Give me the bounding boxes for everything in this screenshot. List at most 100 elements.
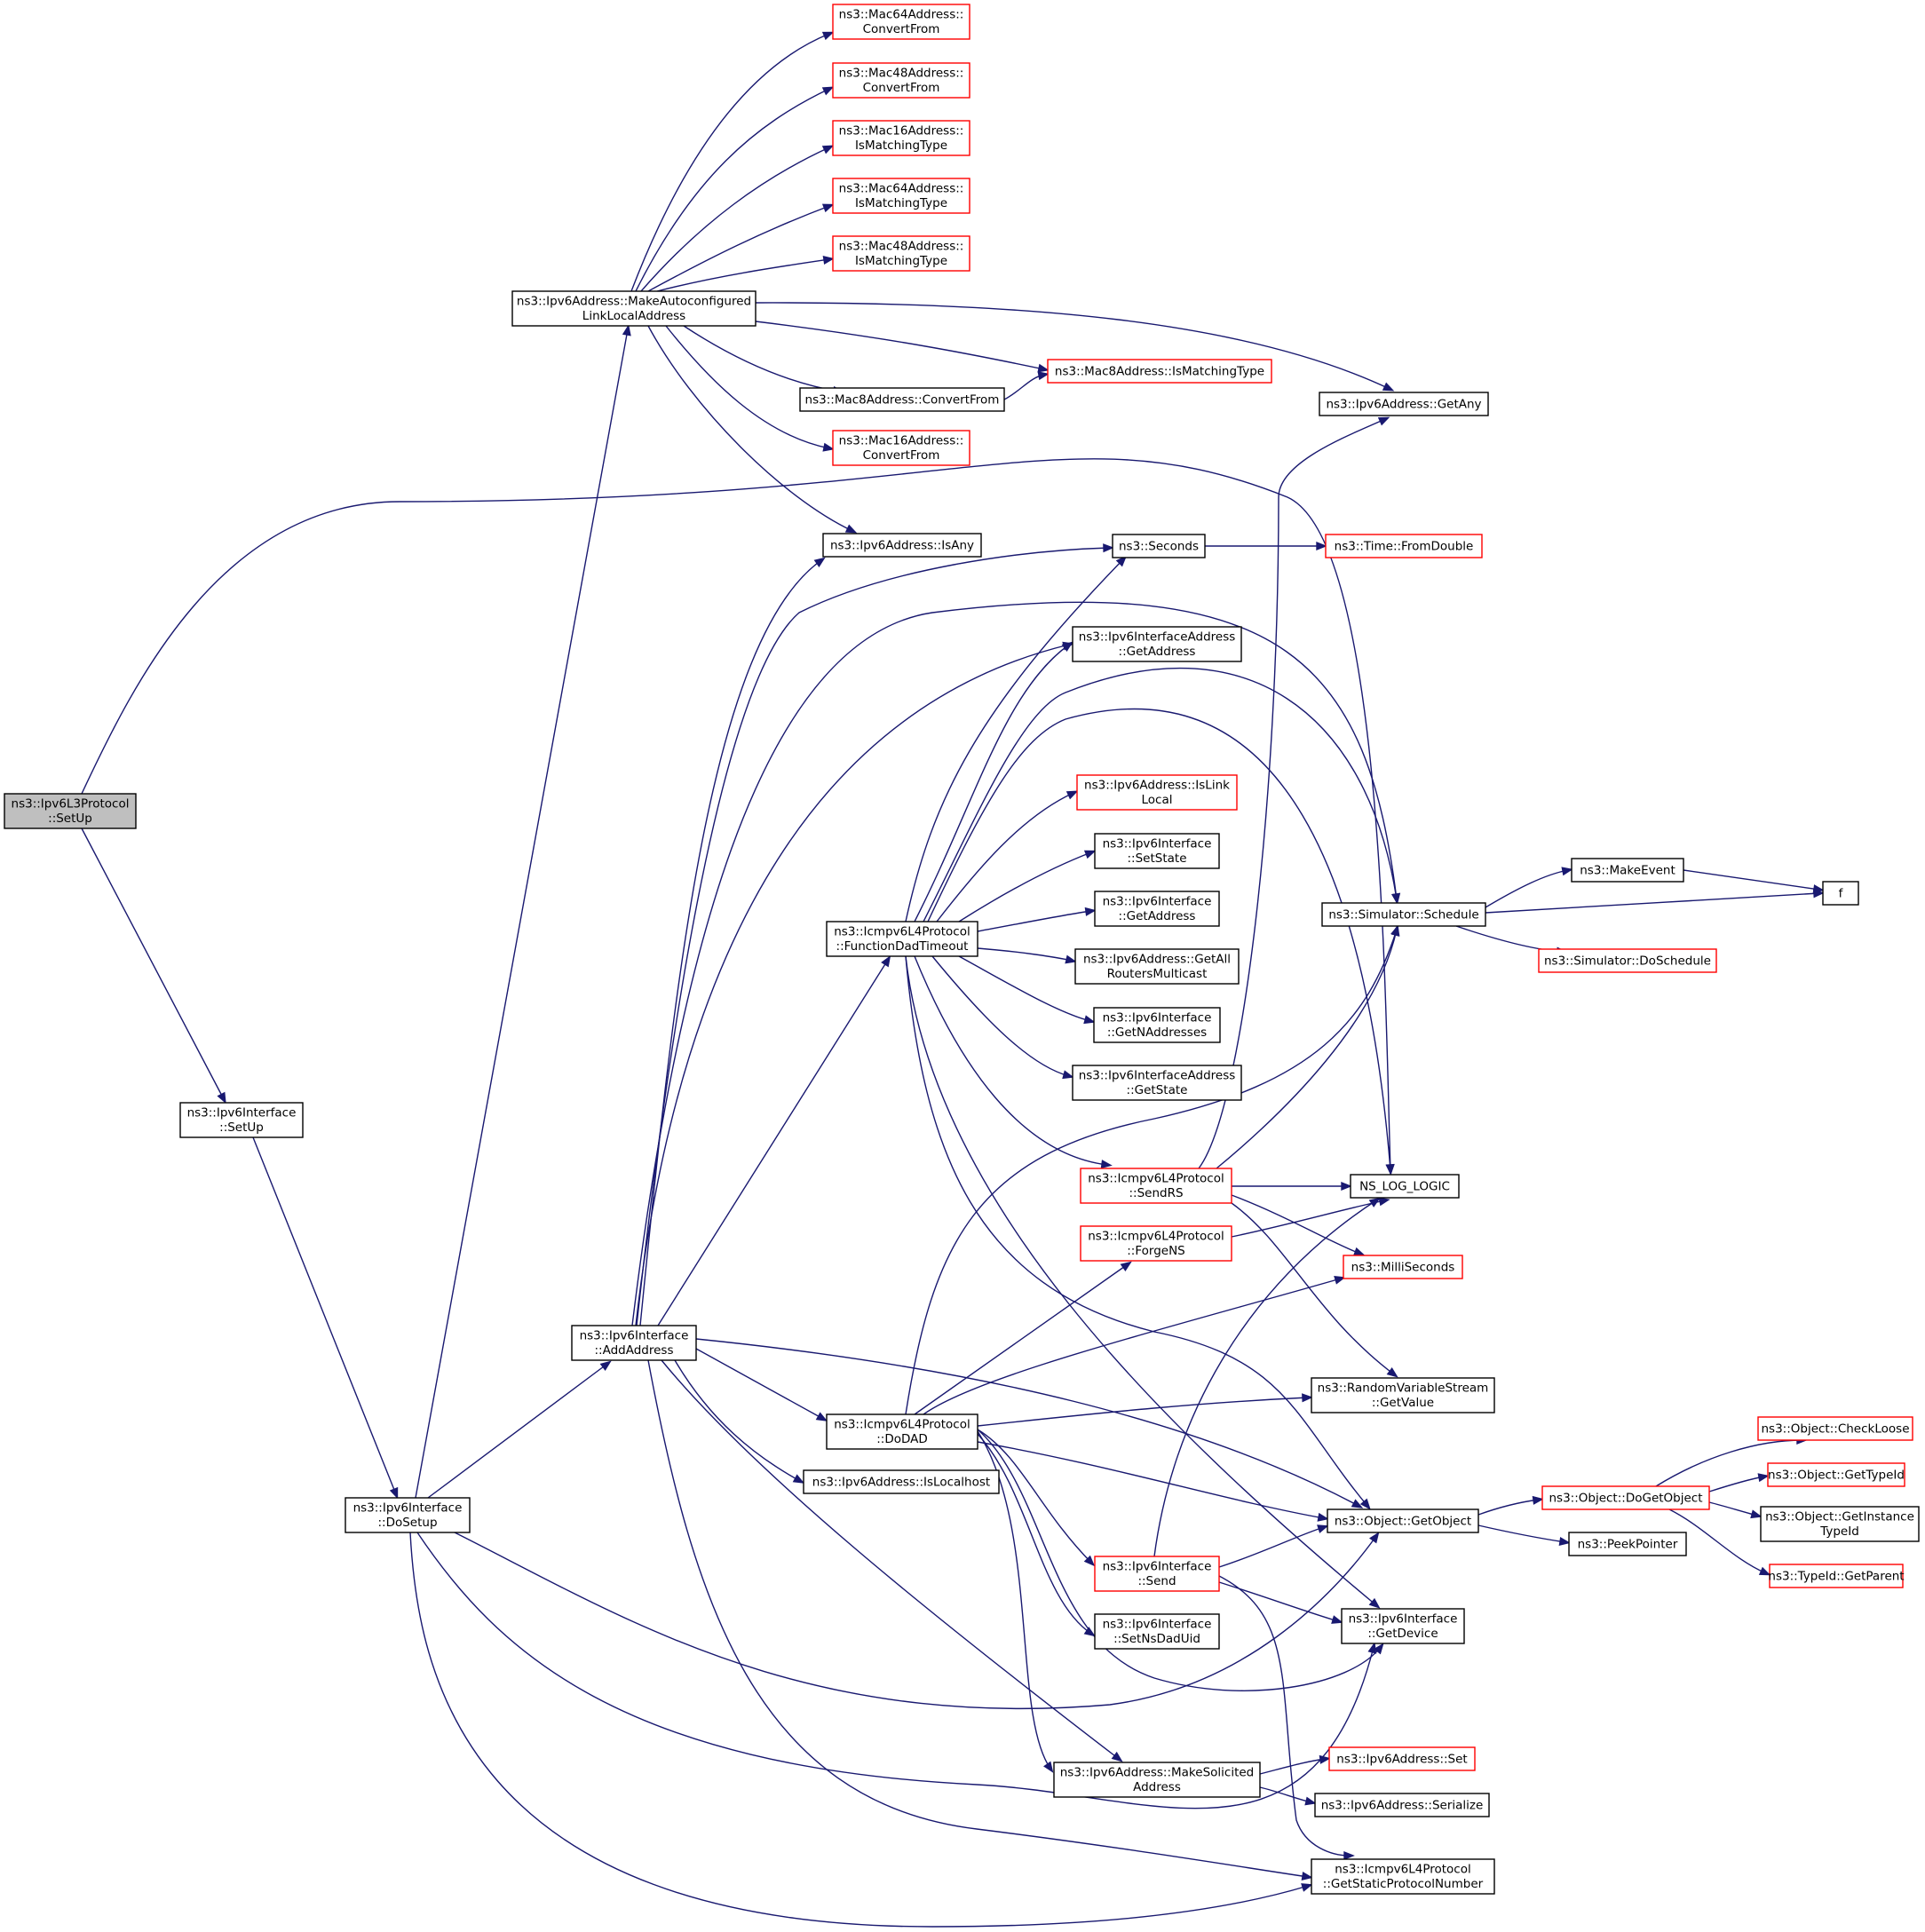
node-box[interactable] [1325,534,1483,558]
node-m48mt[interactable]: ns3::Mac48Address::IsMatchingType [832,235,970,272]
node-box[interactable] [1822,881,1859,906]
node-getdevice[interactable]: ns3::Ipv6Interface::GetDevice [1341,1608,1465,1644]
node-box[interactable] [822,533,982,558]
node-staticproto[interactable]: ns3::Icmpv6L4Protocol::GetStaticProtocol… [1311,1858,1495,1895]
node-box[interactable] [4,793,137,829]
node-box[interactable] [826,1413,978,1450]
node-f[interactable]: f [1822,881,1859,906]
node-box[interactable] [179,1102,304,1138]
node-doschedule[interactable]: ns3::Simulator::DoSchedule [1538,948,1717,973]
node-gettypeid[interactable]: ns3::Object::GetTypeId [1767,1462,1905,1487]
node-box[interactable] [832,430,970,466]
node-m48cf[interactable]: ns3::Mac48Address::ConvertFrom [832,62,970,99]
node-box[interactable] [1541,1485,1710,1510]
node-box[interactable] [799,387,1005,412]
node-box[interactable] [1094,891,1220,927]
node-m8mt[interactable]: ns3::Mac8Address::IsMatchingType [1047,359,1272,384]
node-m64mt[interactable]: ns3::Mac64Address::IsMatchingType [832,178,970,214]
node-m64cf[interactable]: ns3::Mac64Address::ConvertFrom [832,4,970,40]
node-box[interactable] [1311,1377,1495,1413]
node-m16mt[interactable]: ns3::Mac16Address::IsMatchingType [832,120,970,156]
node-box[interactable] [1319,392,1489,416]
node-box[interactable] [345,1497,471,1533]
node-box[interactable] [1094,833,1220,869]
node-schedule[interactable]: ns3::Simulator::Schedule [1321,902,1486,927]
node-ipv6set[interactable]: ns3::Ipv6Address::Set [1328,1746,1476,1771]
node-box[interactable] [826,921,978,957]
node-box[interactable] [1072,1065,1242,1101]
node-dosetup[interactable]: ns3::Ipv6Interface::DoSetup [345,1497,471,1533]
node-isany[interactable]: ns3::Ipv6Address::IsAny [822,533,982,558]
node-getobject[interactable]: ns3::Object::GetObject [1327,1508,1479,1533]
node-box[interactable] [1314,1793,1490,1817]
node-box[interactable] [1112,534,1206,558]
node-fdt[interactable]: ns3::Icmpv6L4Protocol::FunctionDadTimeou… [826,921,978,957]
node-box[interactable] [1538,948,1717,973]
node-setstate[interactable]: ns3::Ipv6Interface::SetState [1094,833,1220,869]
node-box[interactable] [1094,1556,1220,1592]
node-box[interactable] [1053,1762,1261,1798]
node-ifgetaddr[interactable]: ns3::Ipv6Interface::GetAddress [1094,891,1220,927]
node-mkauto[interactable]: ns3::Ipv6Address::MakeAutoconfiguredLink… [511,290,757,327]
node-iagetstate[interactable]: ns3::Ipv6InterfaceAddress::GetState [1072,1065,1242,1101]
node-m16cf[interactable]: ns3::Mac16Address::ConvertFrom [832,430,970,466]
node-box[interactable] [1094,1613,1220,1650]
node-sendrs[interactable]: ns3::Icmpv6L4Protocol::SendRS [1080,1168,1232,1204]
node-box[interactable] [1757,1416,1913,1441]
node-box[interactable] [1074,948,1240,985]
node-box[interactable] [1328,1746,1476,1771]
node-box[interactable] [1769,1564,1904,1588]
node-ifsetup[interactable]: ns3::Ipv6Interface::SetUp [179,1102,304,1138]
node-root[interactable]: ns3::Ipv6L3Protocol::SetUp [4,793,137,829]
node-seconds[interactable]: ns3::Seconds [1112,534,1206,558]
node-box[interactable] [1072,626,1242,662]
node-makeevent[interactable]: ns3::MakeEvent [1571,858,1684,883]
node-dogetobject[interactable]: ns3::Object::DoGetObject [1541,1485,1710,1510]
node-getparent[interactable]: ns3::TypeId::GetParent [1768,1564,1905,1588]
node-islocalhost[interactable]: ns3::Ipv6Address::IsLocalhost [803,1469,1000,1494]
node-box[interactable] [1047,359,1272,384]
node-box[interactable] [1568,1532,1687,1556]
node-box[interactable] [832,178,970,214]
node-box[interactable] [1076,774,1238,811]
node-addaddr[interactable]: ns3::Ipv6Interface::AddAddress [571,1325,697,1361]
node-box[interactable] [571,1325,697,1361]
node-box[interactable] [1080,1168,1232,1204]
node-box[interactable] [1321,902,1486,927]
node-ifsend[interactable]: ns3::Ipv6Interface::Send [1094,1556,1220,1592]
node-box[interactable] [832,120,970,156]
node-getany[interactable]: ns3::Ipv6Address::GetAny [1319,392,1489,416]
node-box[interactable] [1311,1858,1495,1895]
node-getn[interactable]: ns3::Ipv6Interface::GetNAddresses [1093,1007,1221,1043]
node-box[interactable] [1080,1225,1232,1262]
node-box[interactable] [1093,1007,1221,1043]
node-box[interactable] [832,62,970,99]
node-nslog[interactable]: NS_LOG_LOGIC [1350,1174,1460,1199]
node-dodad[interactable]: ns3::Icmpv6L4Protocol::DoDAD [826,1413,978,1450]
node-forgens[interactable]: ns3::Icmpv6L4Protocol::ForgeNS [1080,1225,1232,1262]
node-iagetaddr[interactable]: ns3::Ipv6InterfaceAddress::GetAddress [1072,626,1242,662]
node-rvs[interactable]: ns3::RandomVariableStream::GetValue [1311,1377,1495,1413]
node-peekpointer[interactable]: ns3::PeekPointer [1568,1532,1687,1556]
node-box[interactable] [1327,1508,1479,1533]
node-setnsdaduid[interactable]: ns3::Ipv6Interface::SetNsDadUid [1094,1613,1220,1650]
node-m8cf[interactable]: ns3::Mac8Address::ConvertFrom [799,387,1005,412]
node-box[interactable] [1343,1255,1463,1279]
node-box[interactable] [832,235,970,272]
node-serialize[interactable]: ns3::Ipv6Address::Serialize [1314,1793,1490,1817]
node-box[interactable] [1760,1506,1920,1542]
node-box[interactable] [832,4,970,40]
node-box[interactable] [1767,1462,1905,1487]
node-box[interactable] [1341,1608,1465,1644]
node-millis[interactable]: ns3::MilliSeconds [1343,1255,1463,1279]
node-box[interactable] [1350,1174,1460,1199]
node-fromdouble[interactable]: ns3::Time::FromDouble [1325,534,1483,558]
node-box[interactable] [511,290,757,327]
node-box[interactable] [1571,858,1684,883]
node-checkloose[interactable]: ns3::Object::CheckLoose [1757,1416,1913,1441]
node-box[interactable] [803,1469,1000,1494]
